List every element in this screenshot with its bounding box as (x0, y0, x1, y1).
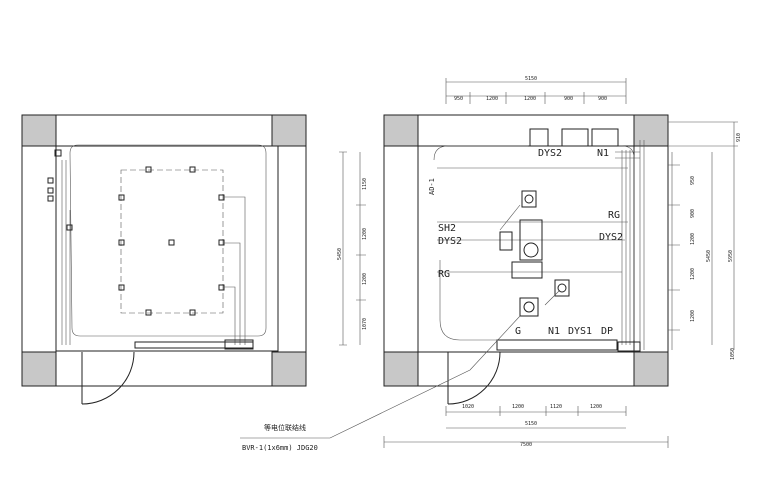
equipment-a (521, 190, 537, 208)
fixture-dys2-top (529, 128, 549, 147)
dim-top-2: 1200 (486, 96, 498, 102)
label-dys2-top: DYS2 (538, 148, 562, 159)
dim-right-b: 900 (690, 209, 696, 218)
dim-bottom-sub: 5150 (525, 421, 537, 427)
fixture-top-3 (591, 128, 619, 147)
left-light-fixtures (118, 166, 225, 316)
equipment-links (499, 204, 561, 306)
left-wiring-west (61, 160, 71, 345)
right-column-br (633, 351, 669, 387)
dim-left-3: 1200 (362, 273, 368, 285)
dim-top-3: 1200 (524, 96, 536, 102)
dim-bottom-4: 1200 (590, 404, 602, 410)
dim-left-2: 1200 (362, 228, 368, 240)
dim-bottom-2: 1200 (512, 404, 524, 410)
right-room-outline (433, 145, 635, 341)
dim-top-1: 950 (454, 96, 463, 102)
dim-bottom-1: 1020 (462, 404, 474, 410)
dim-top-4: 900 (564, 96, 573, 102)
equipment-a-dot (524, 194, 534, 204)
left-room-outline (69, 144, 267, 337)
dim-right-bottom: 1050 (730, 348, 736, 360)
label-dp: DP (601, 326, 613, 337)
right-column-tr (633, 114, 669, 147)
left-wiring-east (224, 196, 246, 345)
right-column-bl (383, 351, 419, 387)
dimension-texts: 5150 950 1200 1200 900 900 5450 1150 120… (337, 76, 742, 448)
equipment-e-dot (557, 283, 567, 293)
equipment-c (519, 219, 543, 261)
equipment-f-dot (523, 301, 535, 313)
left-column-br (271, 351, 307, 387)
left-sockets (47, 149, 73, 231)
left-column-tr (271, 114, 307, 147)
label-dys1: DYS1 (568, 326, 592, 337)
label-rg-left: RG (438, 269, 450, 280)
dim-right-e: 1200 (690, 310, 696, 322)
equipment-f (519, 297, 539, 317)
left-column-tl (21, 114, 57, 147)
equipment-b (499, 231, 513, 251)
label-dys2-right: DYS2 (599, 232, 623, 243)
right-inner-wall (417, 145, 635, 353)
dim-bottom-3: 1120 (550, 404, 562, 410)
label-sh2: SH2 (438, 223, 456, 234)
label-n1-bottom: N1 (548, 326, 560, 337)
dim-top-5: 900 (598, 96, 607, 102)
label-ad1: AD-1 (428, 178, 436, 195)
equipment-c-dot (523, 242, 539, 258)
label-n1-top: N1 (597, 148, 609, 159)
right-column-tl (383, 114, 419, 147)
callout-spec: BVR-1(1x6mm) JDG20 (242, 444, 318, 452)
right-wiring-vertical (621, 140, 645, 350)
callout-leader-line (240, 315, 521, 439)
left-column-bl (21, 351, 57, 387)
dim-right-top: 910 (736, 133, 742, 142)
left-door-swing (81, 351, 135, 405)
right-distribution-box (617, 341, 641, 352)
bottom-panel-row (496, 339, 618, 351)
dim-left-total: 5450 (337, 248, 343, 260)
label-rg-right: RG (608, 210, 620, 221)
right-outer-wall (383, 114, 669, 387)
right-plan: AD-1 DYS2 N1 RG SH2 DYS2 DYS2 RG G N1 DY… (383, 114, 669, 405)
equipment-d (511, 261, 543, 279)
dim-top-total: 5150 (525, 76, 537, 82)
left-outer-wall (21, 114, 307, 387)
dim-right-a: 950 (690, 176, 696, 185)
left-plan (21, 114, 307, 405)
label-dys2-left: DYS2 (438, 236, 462, 247)
right-door-swing (447, 351, 501, 405)
dim-left-1: 1150 (362, 178, 368, 190)
left-inner-wall (55, 145, 279, 352)
left-lighting-loop (120, 169, 224, 314)
dimension-lines (339, 78, 738, 448)
dim-bottom-total: 7500 (520, 442, 532, 448)
dim-right-c: 1200 (690, 233, 696, 245)
label-g: G (515, 326, 521, 337)
callout: 等电位联结线 BVR-1(1x6mm) JDG20 (240, 315, 521, 452)
dim-right-total: 5950 (728, 250, 734, 262)
right-wiring-horizontal (437, 167, 628, 273)
callout-title: 等电位联结线 (264, 423, 306, 432)
fixture-n1-top (561, 128, 589, 147)
right-wiring-top (615, 151, 640, 159)
dim-left-4: 1070 (362, 318, 368, 330)
dim-right-mid: 5450 (706, 250, 712, 262)
equipment-e (554, 279, 570, 297)
dim-right-d: 1200 (690, 268, 696, 280)
left-distribution-box (224, 339, 254, 350)
